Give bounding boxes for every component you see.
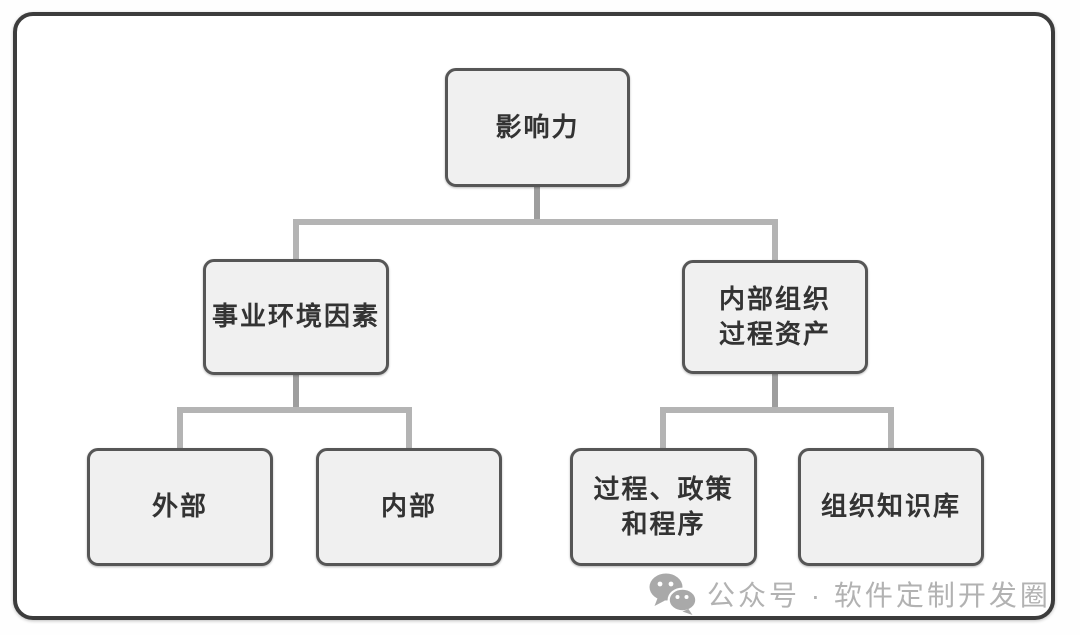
node-ppp-label: 过程、政策 和程序 (593, 473, 734, 539)
connector-drop-eef (293, 219, 299, 260)
node-influence-label: 影响力 (495, 111, 580, 142)
node-influence: 影响力 (445, 68, 630, 187)
connector-opa-horizontal (660, 407, 894, 413)
node-okb-label: 组织知识库 (820, 491, 961, 522)
connector-drop-processes (660, 407, 666, 449)
node-org-knowledge-base: 组织知识库 (798, 448, 984, 566)
connector-level1-horizontal (293, 219, 778, 225)
connector-drop-external (177, 407, 183, 449)
connector-drop-internal (406, 407, 412, 449)
connector-eef-stub (293, 374, 299, 412)
node-processes-policies-procedures: 过程、政策 和程序 (570, 448, 757, 566)
node-external: 外部 (87, 448, 273, 566)
connector-eef-horizontal (177, 407, 412, 413)
node-organizational-process-assets: 内部组织 过程资产 (682, 260, 868, 374)
node-opa-label: 内部组织 过程资产 (718, 283, 831, 349)
wechat-icon (649, 573, 698, 615)
node-internal-label: 内部 (380, 491, 437, 522)
connector-root-stub (534, 186, 540, 222)
connector-drop-knowledge (888, 407, 894, 449)
watermark-footer: 公众号 · 软件定制开发圈 (648, 571, 1051, 617)
node-eef-label: 事业环境因素 (211, 301, 380, 332)
node-internal: 内部 (316, 448, 502, 566)
connector-opa-stub (772, 373, 778, 411)
connector-drop-opa (772, 219, 778, 261)
node-external-label: 外部 (151, 491, 208, 522)
node-enterprise-environmental-factors: 事业环境因素 (203, 259, 389, 375)
watermark-text: 公众号 · 软件定制开发圈 (707, 580, 1051, 611)
